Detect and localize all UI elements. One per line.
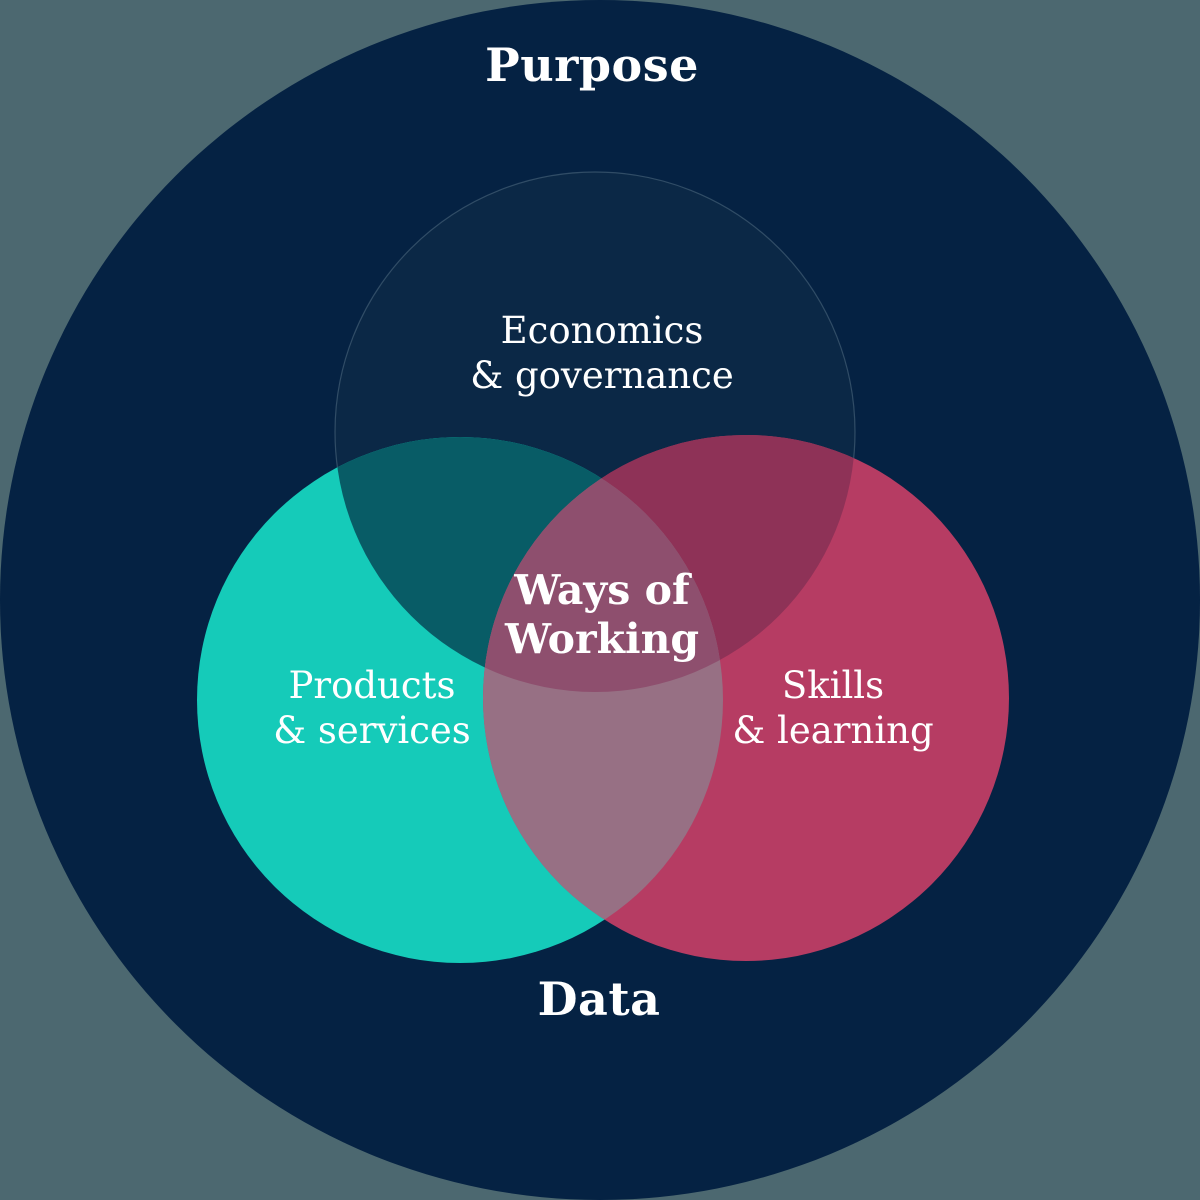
skills-label-line1: Skills — [781, 664, 885, 707]
ways-of-working-label-line1: Ways of — [514, 566, 690, 614]
purpose-label: Purpose — [485, 38, 699, 92]
skills-label: Skills & learning — [732, 663, 933, 753]
data-label: Data — [537, 972, 661, 1026]
ways-of-working-label-line2: Working — [504, 615, 700, 664]
economics-label: Economics & governance — [470, 308, 733, 398]
ways-of-working-label: Ways of Working — [505, 566, 699, 664]
overlap-skills-economics — [483, 435, 855, 692]
overlap-products-economics — [335, 437, 723, 692]
economics-label-line1: Economics — [500, 309, 704, 352]
products-label: Products & services — [273, 663, 471, 753]
economics-label-line2: & governance — [470, 354, 734, 398]
products-label-line2: & services — [273, 709, 471, 753]
products-label-line1: Products — [288, 664, 456, 707]
skills-label-line2: & learning — [732, 709, 934, 753]
